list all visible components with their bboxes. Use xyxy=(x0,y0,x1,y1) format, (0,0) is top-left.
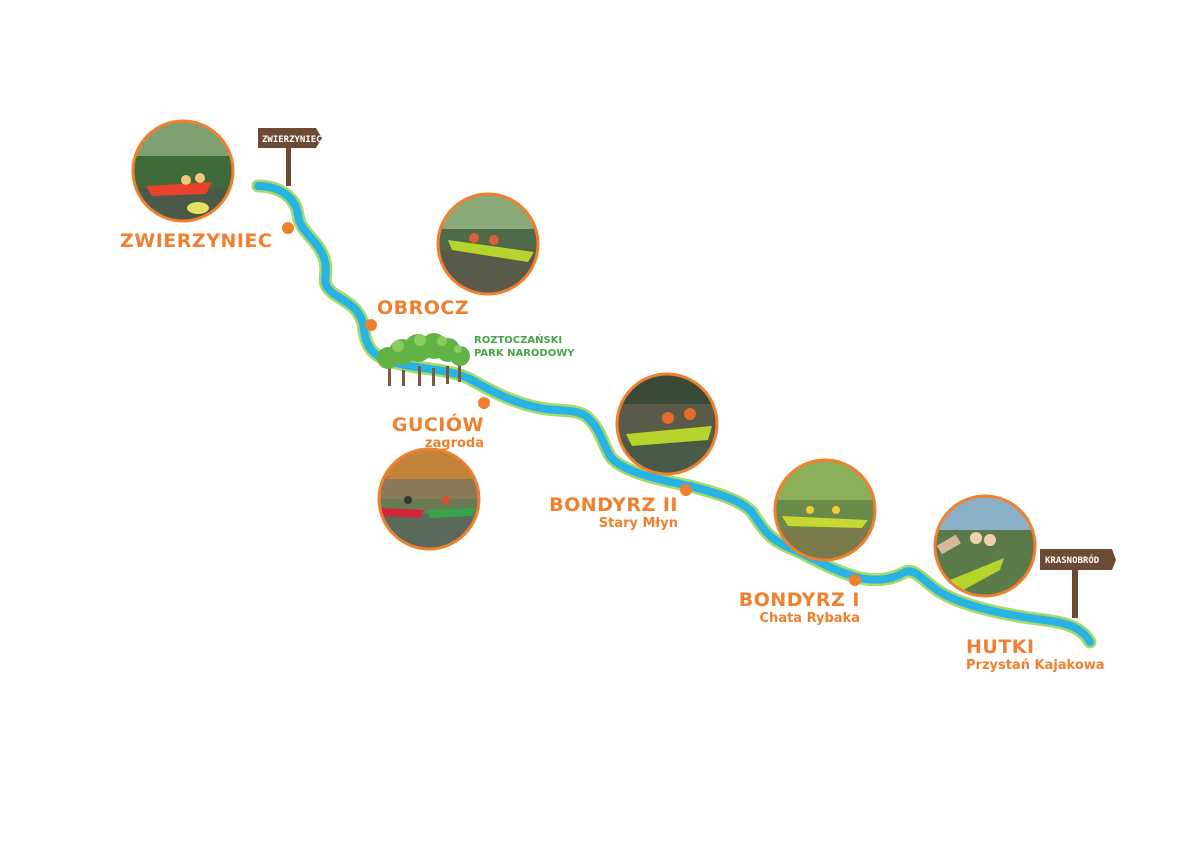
photo-4 xyxy=(615,372,719,476)
stop-dot-zwierzyniec[interactable] xyxy=(282,222,294,234)
stop-dot-obrocz[interactable] xyxy=(365,319,377,331)
stop-dot-bondyrz1[interactable] xyxy=(849,574,861,586)
stop-label-guciow[interactable]: GUCIÓW zagroda xyxy=(388,414,484,451)
stop-subtitle: Stary Młyn xyxy=(598,516,678,531)
stop-label-hutki[interactable]: HUTKI Przystań Kajakowa xyxy=(966,636,1105,673)
stop-name: ZWIERZYNIEC xyxy=(120,230,273,252)
photo-1 xyxy=(131,119,235,223)
stop-name: BONDYRZ II xyxy=(549,494,678,516)
stop-dot-bondyrz2[interactable] xyxy=(680,484,692,496)
signpost-end: KRASNOBRÓD xyxy=(1040,549,1116,618)
stop-subtitle: zagroda xyxy=(424,436,484,451)
stop-name: GUCIÓW xyxy=(391,414,484,436)
river xyxy=(251,179,1097,649)
signpost-start: ZWIERZYNIEC xyxy=(258,128,322,186)
stop-label-bondyrz2[interactable]: BONDYRZ II Stary Młyn xyxy=(548,494,678,531)
forest-icon xyxy=(377,333,470,386)
park-label: ROZTOCZAŃSKI PARK NARODOWY xyxy=(474,334,574,360)
stop-label-zwierzyniec[interactable]: ZWIERZYNIEC xyxy=(120,230,272,252)
signpost-start-text: ZWIERZYNIEC xyxy=(262,135,322,145)
photo-2 xyxy=(436,192,540,296)
stop-label-bondyrz1[interactable]: BONDYRZ I Chata Rybaka xyxy=(736,589,860,626)
stop-name: BONDYRZ I xyxy=(738,589,860,611)
park-label-line2: PARK NARODOWY xyxy=(474,348,575,359)
park-label-line1: ROZTOCZAŃSKI xyxy=(474,335,563,346)
photo-5 xyxy=(773,458,877,562)
photo-3 xyxy=(377,447,481,551)
signpost-end-text: KRASNOBRÓD xyxy=(1045,554,1100,566)
stop-subtitle: Przystań Kajakowa xyxy=(966,658,1105,673)
photo-6 xyxy=(933,494,1037,598)
stop-name: HUTKI xyxy=(966,636,1035,658)
stop-label-obrocz[interactable]: OBROCZ xyxy=(377,297,469,319)
stop-name: OBROCZ xyxy=(377,297,470,319)
stop-dot-guciow[interactable] xyxy=(478,397,490,409)
stop-subtitle: Chata Rybaka xyxy=(759,611,860,626)
